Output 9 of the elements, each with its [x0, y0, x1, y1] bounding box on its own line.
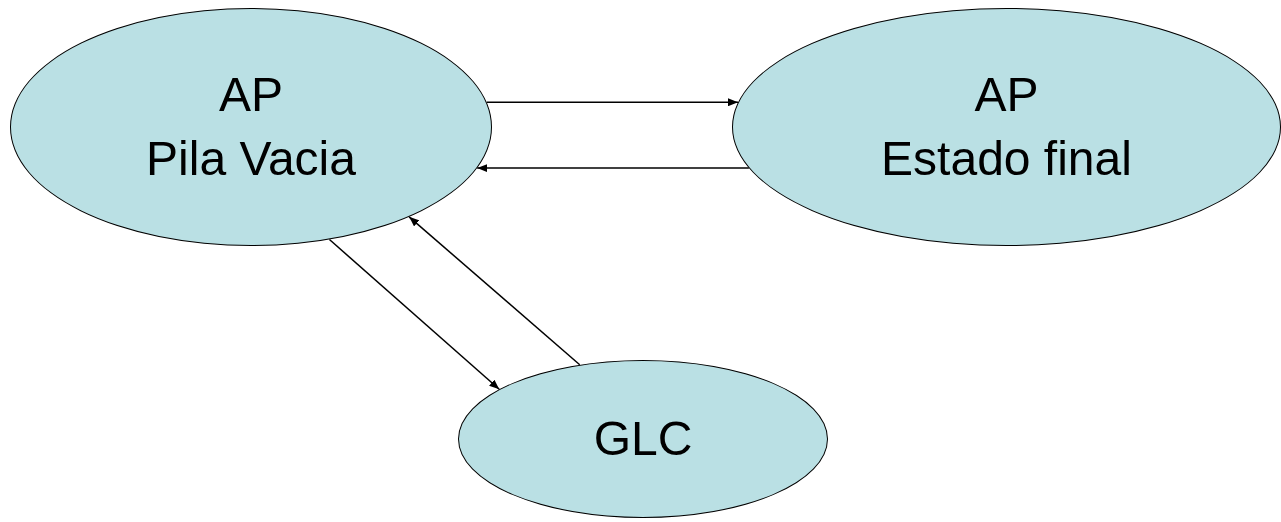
arrow: [476, 164, 750, 173]
arrow: [408, 216, 581, 366]
node-label: Estado final: [881, 131, 1132, 187]
node-label: AP: [974, 67, 1039, 123]
arrow: [328, 238, 500, 391]
arrow: [486, 98, 739, 107]
node-label: Pila Vacia: [146, 131, 356, 187]
node-label: GLC: [593, 411, 693, 467]
node-label: AP: [219, 67, 283, 123]
